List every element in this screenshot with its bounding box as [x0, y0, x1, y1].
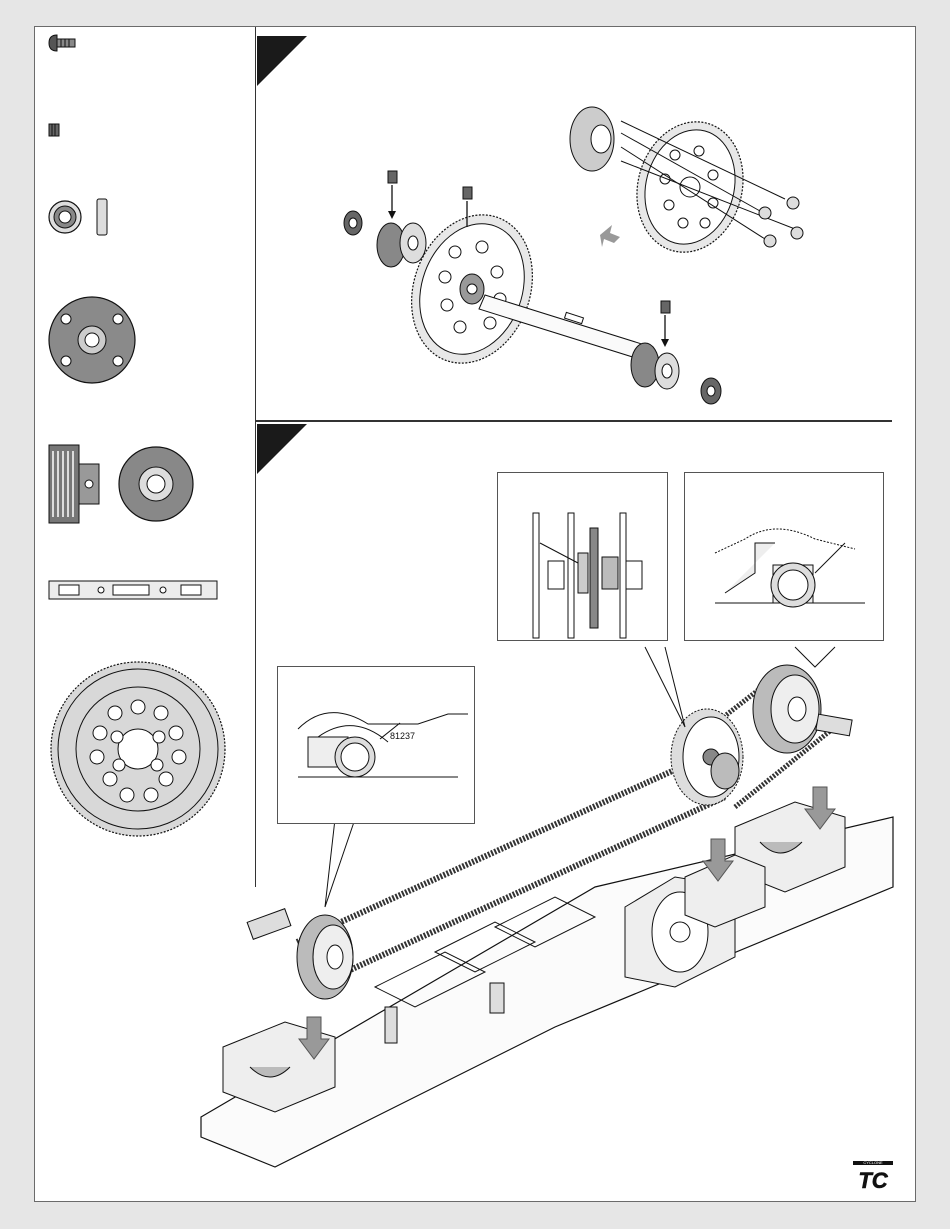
front-pulley-assembly	[247, 909, 353, 999]
brand-logo-top-text: CYCLONE	[863, 1160, 883, 1165]
brand-logo: CYCLONE TC	[853, 1157, 893, 1191]
post-right	[385, 1007, 397, 1043]
part-number-label: 81237	[390, 731, 415, 741]
spur-pulley-assembly	[671, 709, 743, 805]
rear-pulley-assembly	[753, 665, 852, 753]
brand-logo-text: TC	[858, 1168, 888, 1191]
post-left	[490, 983, 504, 1013]
rear-belt-callout	[684, 472, 884, 641]
front-belt-callout: 81237	[277, 666, 475, 824]
manual-page: 81237 CYCLONE T	[34, 26, 916, 1202]
spur-alignment-callout	[497, 472, 668, 641]
